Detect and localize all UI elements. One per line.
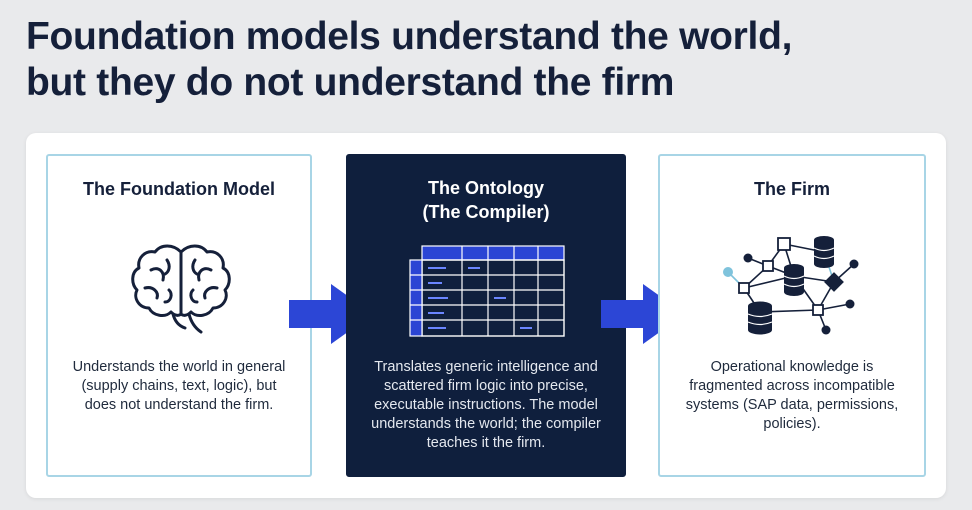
firm-card: The Firm (658, 154, 926, 477)
ontology-description: Translates generic intelligence and scat… (371, 359, 601, 451)
firm-title: The Firm (753, 179, 830, 199)
foundation-model-title: The Foundation Model (83, 179, 275, 199)
title-line-2: but they do not understand the firm (26, 61, 675, 104)
page-title: Foundation models understand the world, … (26, 14, 792, 106)
ontology-card: The Ontology (The Compiler) Transl (346, 154, 626, 477)
ontology-title-line-2: (The Compiler) (422, 202, 550, 222)
firm-description: Operational knowledge is fragmented acro… (685, 359, 899, 432)
ontology-title-line-1: The Ontology (428, 178, 544, 198)
ontology-title: The Ontology (The Compiler) (348, 176, 624, 224)
brain-icon (131, 244, 231, 334)
foundation-model-card: The Foundation Model Understands the wor… (46, 154, 312, 477)
table-grid-icon (409, 245, 565, 337)
network-icon (723, 236, 859, 335)
title-line-1: Foundation models understand the world, (26, 15, 793, 58)
foundation-model-description: Understands the world in general (supply… (72, 359, 286, 413)
